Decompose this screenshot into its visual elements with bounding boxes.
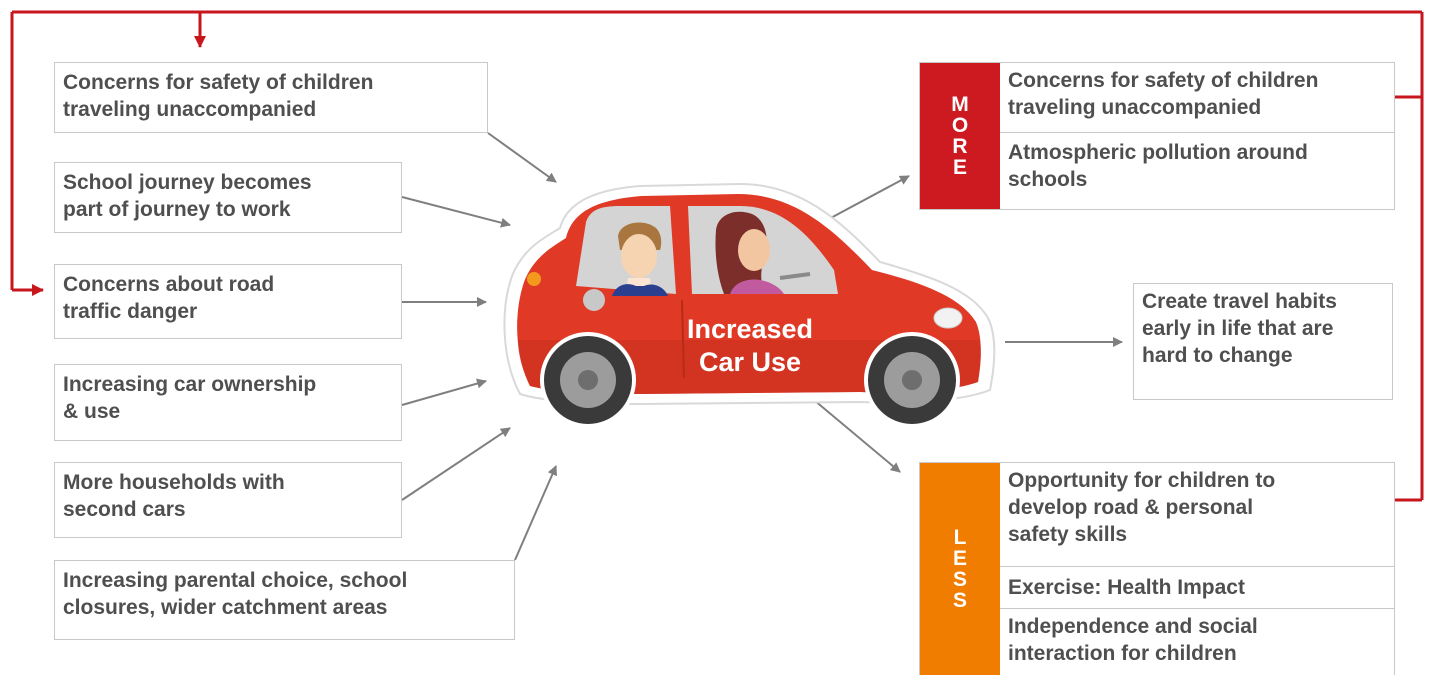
habits-box: Create travel habits early in life that …: [1133, 283, 1393, 400]
less-letter: E: [952, 547, 967, 570]
cause-line: Increasing car ownership: [63, 373, 317, 396]
less-panel: L E S S Opportunity for children to deve…: [919, 462, 1395, 675]
cause-box-road-traffic: Concerns about road traffic danger: [54, 264, 402, 339]
less-item-line: interaction for children: [1008, 642, 1237, 665]
less-item-line: Opportunity for children to: [1008, 469, 1276, 492]
cause-arrow: [401, 196, 511, 228]
less-letter: L: [953, 526, 967, 549]
cause-line: School journey becomes: [63, 171, 312, 194]
more-item-line: Atmospheric pollution around: [1008, 141, 1308, 164]
more-item: Atmospheric pollution around schools: [1000, 133, 1394, 209]
cause-arrow: [401, 427, 511, 501]
cause-line: part of journey to work: [63, 198, 291, 221]
headlight: [933, 307, 963, 329]
less-band: L E S S: [920, 463, 1000, 675]
cause-box-second-cars: More households with second cars: [54, 462, 402, 538]
cause-line: & use: [63, 400, 121, 423]
cause-line: second cars: [63, 498, 186, 521]
car-label-line2: Car Use: [698, 347, 802, 377]
more-letter: E: [952, 156, 967, 179]
cause-arrow: [514, 465, 557, 561]
cause-arrow: [401, 378, 487, 406]
rear-wheel: [540, 332, 636, 428]
less-item-line: Independence and social: [1008, 615, 1258, 638]
habits-line: early in life that are: [1142, 317, 1334, 340]
more-letter: M: [951, 93, 969, 116]
car-label: Increased Car Use: [645, 313, 855, 379]
less-item-line: develop road & personal: [1008, 496, 1254, 519]
cause-line: traveling unaccompanied: [63, 98, 317, 121]
taillight: [527, 272, 541, 286]
more-item-line: traveling unaccompanied: [1008, 96, 1262, 119]
less-letter: S: [952, 589, 967, 612]
less-item: Independence and social interaction for …: [1000, 609, 1394, 676]
cause-line: closures, wider catchment areas: [63, 596, 388, 619]
more-item-line: Concerns for safety of children: [1008, 69, 1319, 92]
boy-passenger-figure: [612, 222, 668, 296]
habits-line: hard to change: [1142, 344, 1293, 367]
cause-line: More households with: [63, 471, 285, 494]
cause-line: Concerns about road: [63, 273, 275, 296]
cause-line: traffic danger: [63, 300, 198, 323]
cause-arrow: [487, 132, 557, 183]
more-band: M O R E: [920, 63, 1000, 209]
less-item: Exercise: Health Impact: [1000, 567, 1394, 609]
less-item: Opportunity for children to develop road…: [1000, 463, 1394, 567]
more-letter: O: [951, 114, 969, 137]
less-letter: S: [952, 568, 967, 591]
car-label-line1: Increased: [686, 314, 814, 344]
habits-line: Create travel habits: [1142, 290, 1337, 313]
less-item-line: safety skills: [1008, 523, 1128, 546]
front-wheel: [864, 332, 960, 428]
more-item: Concerns for safety of children travelin…: [1000, 63, 1394, 133]
car-illustration: [503, 182, 996, 428]
less-item-line: Exercise: Health Impact: [1008, 576, 1245, 599]
feedback-loop: [10, 10, 1424, 506]
cause-line: Concerns for safety of children: [63, 71, 374, 94]
more-panel: M O R E Concerns for safety of children …: [919, 62, 1395, 210]
more-item-line: schools: [1008, 168, 1088, 191]
effect-arrow-less: [807, 394, 901, 473]
cause-box-school-journey: School journey becomes part of journey t…: [54, 162, 402, 233]
cause-arrows: [401, 132, 557, 561]
cause-box-car-ownership: Increasing car ownership & use: [54, 364, 402, 441]
woman-driver-figure: [715, 211, 811, 294]
cause-line: Increasing parental choice, school: [63, 569, 408, 592]
effect-arrow-more: [826, 175, 910, 221]
fuel-cap: [583, 289, 605, 311]
effect-arrows: [807, 175, 1123, 473]
cause-box-child-safety: Concerns for safety of children travelin…: [54, 62, 488, 133]
cause-box-parental-choice: Increasing parental choice, school closu…: [54, 560, 515, 640]
more-letter: R: [952, 135, 968, 158]
